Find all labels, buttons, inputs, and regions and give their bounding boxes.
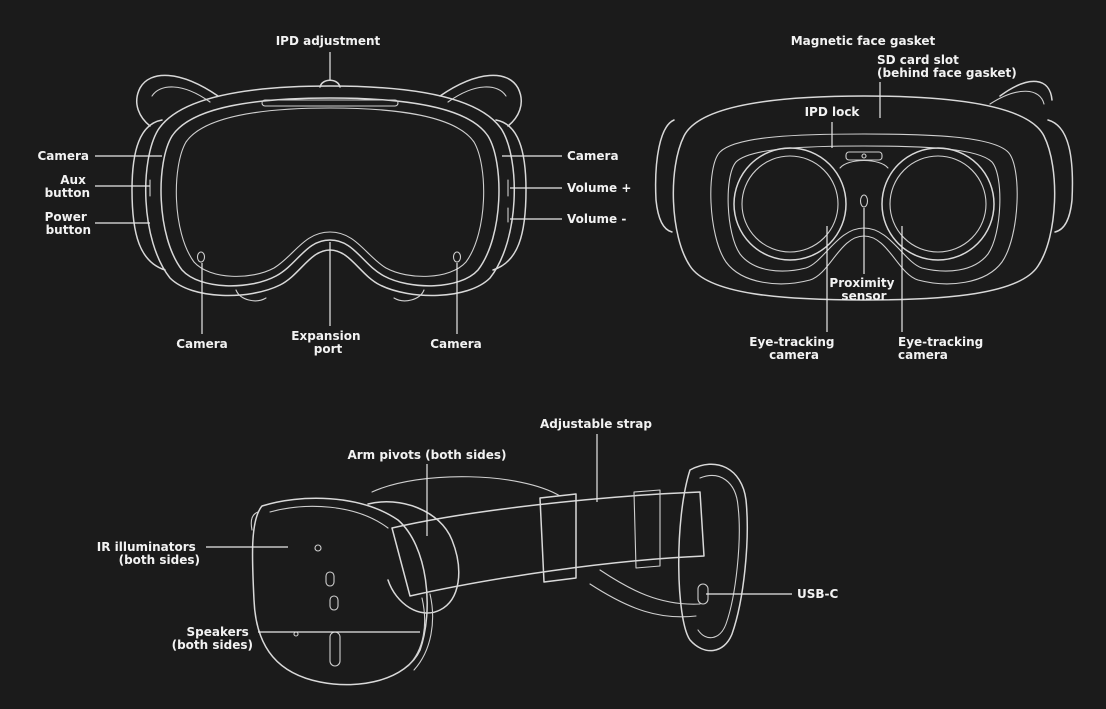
label-camera-bottom-right: Camera [430,337,482,351]
label-eye-tracking-right: Eye-tracking camera [898,335,987,362]
rear-view-drawing [654,80,1074,301]
label-eye-tracking-left: Eye-tracking camera [749,335,838,362]
label-camera-left: Camera [37,149,89,163]
label-adjustable-strap: Adjustable strap [540,417,652,431]
label-sd-card-slot: SD card slot (behind face gasket) [877,53,1017,80]
label-aux-button: Aux button [45,173,90,200]
label-volume-down: Volume - [567,212,626,226]
label-camera-bottom-left: Camera [176,337,228,351]
label-ipd-adjustment: IPD adjustment [276,34,381,48]
label-volume-up: Volume + [567,181,631,195]
label-speakers: Speakers (both sides) [172,625,253,652]
front-view-drawing [131,74,527,302]
label-magnetic-face-gasket: Magnetic face gasket [791,34,936,48]
label-expansion-port: Expansion port [291,329,364,356]
rear-leaders [826,82,903,332]
label-ir-illuminators: IR illuminators (both sides) [97,540,200,567]
side-view-drawing [250,463,748,686]
front-leaders [95,52,562,334]
label-usb-c: USB-C [797,587,839,601]
label-camera-right: Camera [567,149,619,163]
label-power-button: Power button [45,210,91,237]
label-arm-pivots: Arm pivots (both sides) [347,448,506,462]
label-proximity-sensor: Proximity sensor [829,276,898,303]
side-leaders [206,434,792,633]
label-ipd-lock: IPD lock [805,105,861,119]
